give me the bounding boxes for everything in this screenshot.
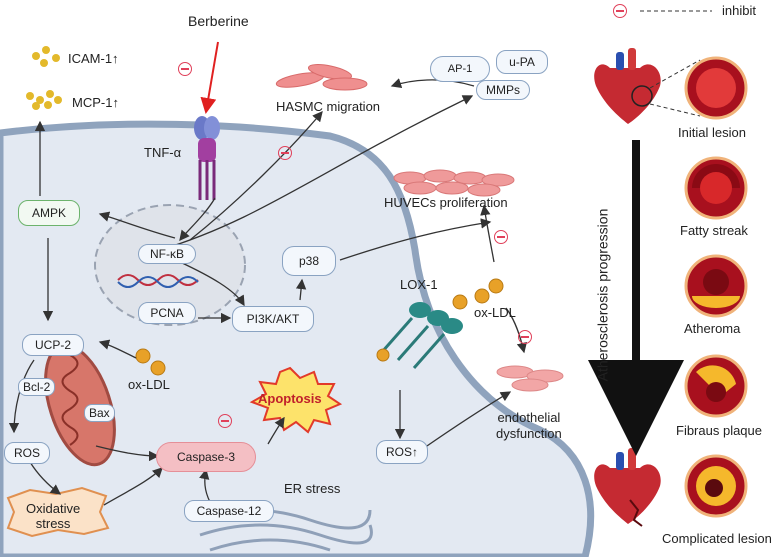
inhibit-symbol-berberine [178, 62, 192, 76]
nucleus [94, 204, 246, 326]
stage-vessel-fibrous [684, 354, 748, 418]
pcna-node: PCNA [138, 302, 196, 324]
hasmc-cells-icon [275, 64, 368, 91]
inhibit-symbol-endothelial [518, 330, 532, 344]
dna-icon [117, 274, 199, 286]
stage-label-atheroma: Atheroma [684, 321, 741, 336]
bax-label: Bax [84, 404, 115, 422]
chemokine-dots [26, 46, 62, 110]
stage-vessel-fatty [684, 156, 748, 220]
heart-icon-top [594, 48, 661, 124]
stage-vessels [684, 56, 748, 518]
oxldl-right-label: ox-LDL [474, 305, 516, 320]
apoptosis-star [249, 366, 343, 434]
stage-vessel-complicated [684, 454, 748, 518]
huvec-label: HUVECs proliferation [384, 195, 508, 210]
tnf-label: TNF-α [144, 145, 182, 160]
ros-up-node: ROS↑ [376, 440, 428, 464]
oxidative-label: Oxidative stress [26, 501, 81, 531]
icam-label: ICAM-1↑ [68, 51, 119, 66]
legend-inhibit-label: inhibit [722, 3, 756, 18]
ros-node: ROS [4, 442, 50, 464]
stage-label-fatty: Fatty streak [680, 223, 748, 238]
inhibit-symbol-huvec [494, 230, 508, 244]
apoptosis-label: Apoptosis [258, 391, 322, 406]
tnf-receptor-icon [194, 116, 220, 200]
pi3k-node: PI3K/AKT [232, 306, 314, 332]
mmps-node: MMPs [476, 80, 530, 100]
upa-node: u-PA [496, 50, 548, 74]
stage-label-complicated: Complicated lesion [662, 531, 772, 546]
endothelial-label: endothelial dysfunction [496, 410, 562, 441]
ampk-node: AMPK [18, 200, 80, 226]
nfkb-node: NF-κB [138, 244, 196, 264]
oxldl-left-label: ox-LDL [128, 377, 170, 392]
ox-ldl-particles [135, 278, 504, 376]
hasmc-label: HASMC migration [276, 99, 381, 114]
stage-label-initial: Initial lesion [678, 125, 746, 140]
er-stress-label: ER stress [284, 481, 341, 496]
ucp2-node: UCP-2 [22, 334, 84, 356]
berberine-label: Berberine [188, 13, 249, 29]
inhibit-symbol-apoptosis [218, 414, 232, 428]
legend-inhibit-symbol [613, 4, 627, 18]
ap1-node: AP-1 [430, 56, 490, 82]
stage-label-fibrous: Fibraus plaque [676, 423, 762, 438]
lox1-label: LOX-1 [400, 277, 438, 292]
caspase3-node: Caspase-3 [156, 442, 256, 472]
endothelial-cells-icon [496, 365, 564, 392]
inhibit-symbol-hasmc [278, 146, 292, 160]
mcp-label: MCP-1↑ [72, 95, 119, 110]
stage-vessel-atheroma [684, 254, 748, 318]
bcl2-label: Bcl-2 [18, 378, 56, 396]
lox1-receptor-icon [380, 302, 463, 369]
progression-label: Atherosclerosis progression [594, 208, 611, 382]
heart-icon-bottom [594, 448, 661, 527]
caspase12-node: Caspase-12 [184, 500, 274, 522]
p38-node: p38 [282, 246, 336, 276]
huvec-cells-icon [393, 169, 515, 197]
stage-vessel-initial [684, 56, 748, 120]
